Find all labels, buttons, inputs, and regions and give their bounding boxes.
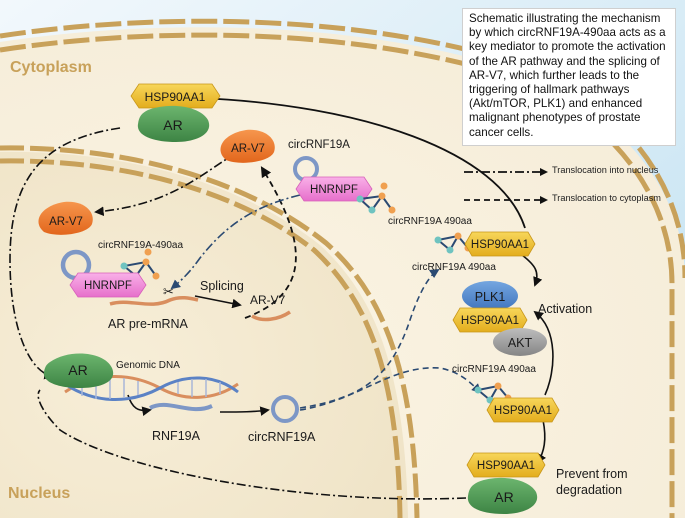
- legend-swatch-dashdot: [464, 168, 548, 176]
- genomic-dna-label: Genomic DNA: [116, 360, 180, 371]
- hsp90-low-label: HSP90AA1: [494, 405, 552, 417]
- activation-label: Activation: [538, 302, 592, 316]
- arrow-circ-to-cytoplasm-upper: [299, 268, 440, 409]
- nuclear-envelope-outer: [0, 145, 420, 518]
- arv7-nucleus-label: AR-V7: [49, 216, 83, 228]
- arrow-hsp90-to-ar-top: [197, 92, 526, 229]
- circ490-nucleus-label: circRNF19A-490aa: [98, 240, 183, 251]
- legend-row-nucleus: Translocation into nucleus: [460, 162, 682, 182]
- hnrnpf-nucleus-label: HNRNPF: [84, 280, 132, 292]
- legend-swatch-dashed: [464, 196, 548, 204]
- arv7-mrna-label: AR-V7: [250, 293, 286, 307]
- legend: Translocation into nucleus Translocation…: [460, 158, 682, 216]
- arrow-hsp90-to-plk1: [521, 254, 543, 287]
- hsp90-bottom-label: HSP90AA1: [477, 460, 535, 472]
- arrow-hnrnpf-into-nucleus: [170, 194, 301, 290]
- arrow-ar-into-nucleus: [9, 127, 121, 380]
- arv7-nucleus: AR-V7: [38, 201, 93, 235]
- arrow-ar-bottom-into-nucleus: [37, 389, 467, 500]
- arrow-hsp90-to-akt: [533, 310, 554, 396]
- arv7-cytoplasm: AR-V7: [220, 129, 275, 163]
- nuclear-envelope-inner: [0, 158, 403, 518]
- hnrnpf-cytoplasm-label: HNRNPF: [310, 184, 358, 196]
- caption-box: Schematic illustrating the mechanism by …: [462, 8, 676, 146]
- hsp90-top: HSP90AA1: [130, 83, 221, 109]
- genomic-dna: [64, 374, 239, 402]
- circ-nucleus: [271, 395, 299, 423]
- peptide-cytoplasm: [356, 182, 396, 214]
- ar-nucleus-label: AR: [68, 362, 87, 378]
- hsp90-mid-label: HSP90AA1: [471, 239, 529, 251]
- prevent-label-1: Prevent from: [556, 467, 628, 481]
- circ490-low-label: circRNF19A 490aa: [452, 364, 536, 375]
- arrow-circ-to-cytoplasm-lower: [299, 367, 482, 411]
- ar-bottom: AR: [467, 477, 538, 514]
- circ-nucleus-label: circRNF19A: [248, 430, 316, 444]
- arv7-cytoplasm-label: AR-V7: [231, 143, 265, 155]
- legend-nucleus-label: Translocation into nucleus: [552, 165, 659, 175]
- cytoplasm-label: Cytoplasm: [10, 59, 92, 76]
- plk1-label: PLK1: [475, 290, 506, 304]
- hsp90-bottom: HSP90AA1: [466, 452, 546, 478]
- hsp90-plk1: HSP90AA1: [452, 307, 528, 333]
- circ-cytoplasm-label: circRNF19A: [288, 139, 350, 151]
- legend-row-cytoplasm: Translocation to cytoplasm: [460, 190, 682, 210]
- hsp90-top-label: HSP90AA1: [145, 90, 206, 104]
- hnrnpf-nucleus: HNRNPF: [69, 272, 147, 298]
- plk1: PLK1: [462, 281, 518, 311]
- ar-bottom-label: AR: [494, 489, 513, 505]
- rnf19a-label: RNF19A: [152, 429, 201, 443]
- rnf19a-transcript: [149, 402, 213, 412]
- akt: AKT: [493, 328, 547, 356]
- arv7-mrna: [251, 310, 291, 322]
- scissors-icon: ✂: [163, 284, 174, 299]
- arrow-splicing: [194, 295, 242, 309]
- caption-text: Schematic illustrating the mechanism by …: [469, 12, 666, 139]
- hnrnpf-cytoplasm: HNRNPF: [295, 176, 373, 202]
- circ490-cytoplasm-label: circRNF19A 490aa: [388, 216, 472, 227]
- hsp90-plk1-label: HSP90AA1: [461, 315, 519, 327]
- peptide-nucleus: [120, 248, 160, 280]
- nucleus-label: Nucleus: [8, 485, 70, 502]
- hsp90-mid: HSP90AA1: [464, 231, 536, 257]
- ar-top: AR: [137, 105, 210, 142]
- ar-pre-mrna: [109, 295, 199, 306]
- hsp90-low: HSP90AA1: [486, 397, 560, 423]
- splicing-label: Splicing: [200, 279, 244, 293]
- ar-top-label: AR: [163, 117, 182, 133]
- legend-cytoplasm-label: Translocation to cytoplasm: [552, 193, 661, 203]
- pre-mrna-label: AR pre-mRNA: [108, 317, 189, 331]
- arrow-rnf19a-to-circ: [219, 406, 270, 416]
- circ490-mid-label: circRNF19A 490aa: [412, 262, 496, 273]
- akt-label: AKT: [508, 336, 533, 350]
- prevent-label-2: degradation: [556, 483, 622, 497]
- ar-nucleus: AR: [43, 353, 114, 388]
- arrow-arv7-to-cytoplasm: [244, 166, 297, 319]
